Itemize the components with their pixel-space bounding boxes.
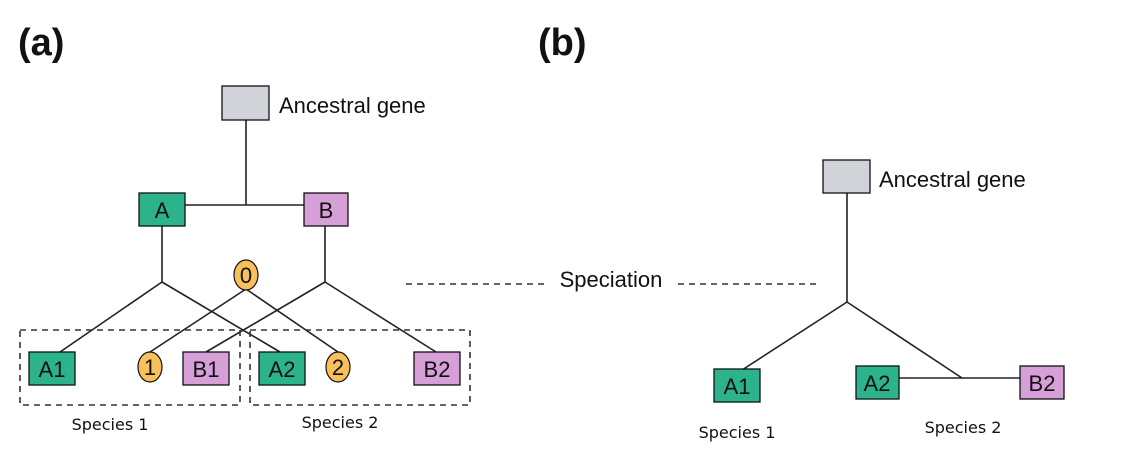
panel-b-b2-node: B2	[1019, 365, 1065, 400]
species-2-box	[249, 329, 471, 406]
leaf-a1-node: A1	[28, 351, 76, 386]
event-2-node: 2	[325, 351, 351, 383]
edge-b-to-species1	[741, 301, 848, 371]
species-1-box	[19, 329, 241, 406]
panel-a-edges	[59, 120, 437, 353]
panel-b-a1-box	[713, 368, 761, 403]
event-1-oval	[137, 351, 163, 383]
leaf-a1-label: A1	[39, 357, 66, 382]
panel-b-a1-label: A1	[724, 374, 751, 399]
leaf-b2-node: B2	[413, 351, 461, 386]
leaf-b2-box	[413, 351, 461, 386]
edge-b-to-species2	[846, 301, 963, 379]
event-2-oval	[325, 351, 351, 383]
leaf-b2-label: B2	[424, 357, 451, 382]
gene-b-node: B	[303, 192, 349, 227]
species-1-label-b: Species 1	[699, 423, 776, 442]
panel-b-a2-box	[855, 365, 900, 400]
gene-a-box	[138, 192, 186, 227]
leaf-b1-label: B1	[193, 357, 220, 382]
ancestral-gene-box-b	[822, 159, 871, 194]
leaf-a2-box	[258, 351, 306, 386]
ancestral-gene-label-b: Ancestral gene	[879, 167, 1026, 192]
leaf-a2-label: A2	[269, 357, 296, 382]
species-2-label-b: Species 2	[925, 418, 1002, 437]
gene-a-label: A	[155, 198, 170, 223]
event-0-label: 0	[240, 263, 252, 288]
speciation-label: Speciation	[560, 267, 663, 292]
gene-b-label: B	[319, 198, 334, 223]
gene-a-node: A	[138, 192, 186, 227]
ancestral-gene-label-a: Ancestral gene	[279, 93, 426, 118]
event-0-node: 0	[233, 259, 259, 291]
panel-a-label: (a)	[18, 22, 64, 64]
leaf-a2-node: A2	[258, 351, 306, 386]
panel-b-label: (b)	[538, 22, 587, 64]
edge-a-to-a2	[161, 281, 281, 353]
event-1-node: 1	[137, 351, 163, 383]
leaf-a1-box	[28, 351, 76, 386]
panel-b-b2-box	[1019, 365, 1065, 400]
event-0-oval	[233, 259, 259, 291]
species-1-label-a: Species 1	[72, 415, 149, 434]
event-1-label: 1	[144, 355, 156, 380]
edge-b-to-b1	[205, 281, 326, 353]
panel-b-a1-node: A1	[713, 368, 761, 403]
panel-b-a2-label: A2	[864, 371, 891, 396]
panel-b-a2-node: A2	[855, 365, 900, 400]
leaf-b1-node: B1	[182, 351, 230, 386]
panel-b-b2-label: B2	[1029, 371, 1056, 396]
ancestral-gene-box-a	[221, 85, 270, 121]
species-2-label-a: Species 2	[302, 413, 379, 432]
panel-b-edges	[741, 193, 1020, 379]
edge-0-to-1	[149, 288, 247, 353]
gene-b-box	[303, 192, 349, 227]
edge-b-to-b2	[324, 281, 437, 353]
edge-0-to-2	[245, 288, 339, 353]
leaf-b1-box	[182, 351, 230, 386]
edge-a-to-a1	[59, 281, 163, 353]
event-2-label: 2	[332, 355, 344, 380]
